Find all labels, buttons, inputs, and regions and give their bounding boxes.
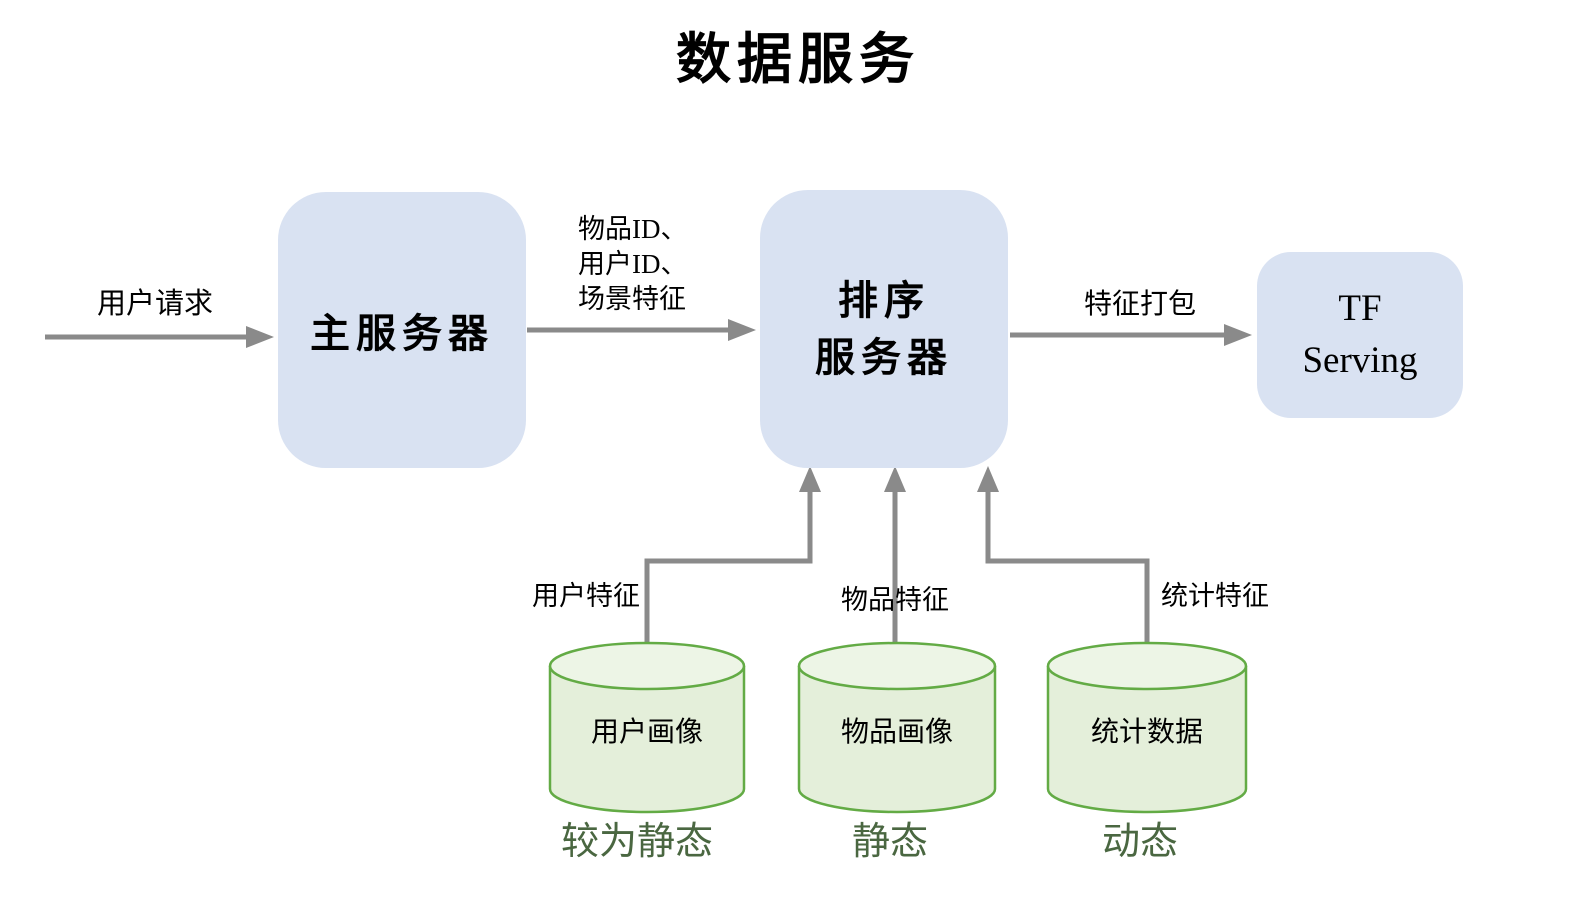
database-cylinder-user-profile (548, 641, 746, 814)
database-caption-item-profile: 静态 (851, 821, 928, 863)
node-ranking-server: 排序 服务器 (760, 190, 1008, 468)
node-tf-serving: TF Serving (1257, 252, 1463, 418)
arrow-stat-features (977, 466, 1150, 646)
edge-label-user-request: 用户请求 (96, 288, 213, 320)
node-tf-serving-label-line1: TF (1338, 288, 1382, 329)
arrow-user-features (644, 466, 821, 646)
node-tf-serving-label-line2: Serving (1302, 340, 1418, 381)
edge-label-ranking-input: 物品ID、 用户ID、 场景特征 (578, 212, 688, 317)
edge-label-ranking-input-line2: 用户ID、 (578, 249, 688, 279)
node-ranking-server-label-line1: 排序 (838, 278, 930, 323)
database-cylinder-item-profile (797, 641, 997, 814)
database-label-user-profile: 用户画像 (590, 717, 703, 748)
database-caption-statistics: 动态 (1101, 821, 1178, 863)
page-title: 数据服务 (675, 29, 920, 90)
database-label-item-profile: 物品画像 (840, 717, 953, 748)
edge-label-user-features: 用户特征 (532, 581, 640, 611)
node-main-server: 主服务器 (278, 192, 526, 468)
edge-label-item-features: 物品特征 (841, 585, 949, 615)
arrow-item-features (884, 466, 906, 646)
edge-label-feature-pack: 特征打包 (1083, 289, 1196, 320)
edge-label-ranking-input-line3: 场景特征 (578, 284, 686, 314)
database-cylinder-statistics (1046, 641, 1248, 814)
arrow-user-request (45, 326, 274, 348)
edge-label-stat-features: 统计特征 (1161, 581, 1269, 611)
node-ranking-server-label-line2: 服务器 (815, 335, 953, 380)
node-main-server-label: 主服务器 (310, 311, 494, 356)
database-caption-user-profile: 较为静态 (560, 821, 713, 863)
edge-label-ranking-input-line1: 物品ID、 (578, 214, 688, 244)
database-label-statistics: 统计数据 (1090, 717, 1203, 748)
arrow-ranking-to-tf (1010, 324, 1252, 346)
arrow-main-to-ranking (527, 319, 756, 341)
